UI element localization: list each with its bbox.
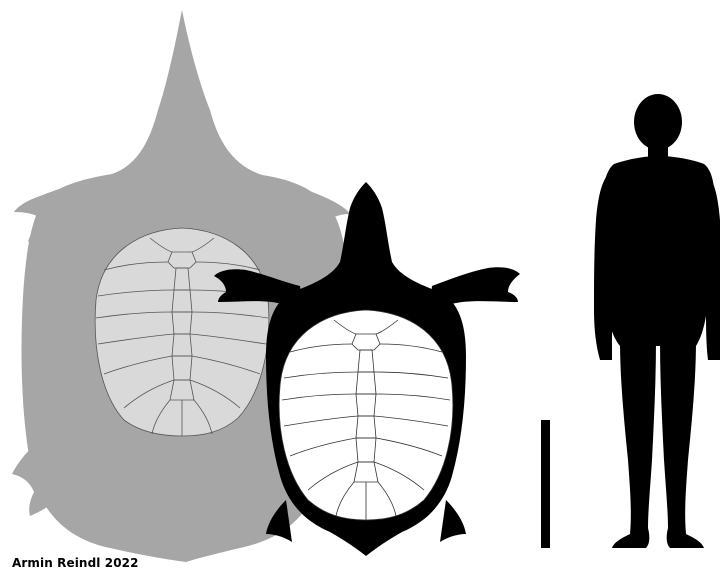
- human-head: [634, 94, 682, 150]
- small-turtle-hind-right: [440, 500, 466, 542]
- human-torso: [602, 156, 715, 346]
- scale-bar: [541, 420, 550, 548]
- small-turtle-right-flipper: [430, 267, 520, 308]
- human-silhouette: [594, 94, 720, 548]
- human-left-leg: [612, 340, 656, 548]
- human-right-leg: [660, 340, 704, 548]
- credit-text: Armin Reindl 2022: [12, 556, 139, 570]
